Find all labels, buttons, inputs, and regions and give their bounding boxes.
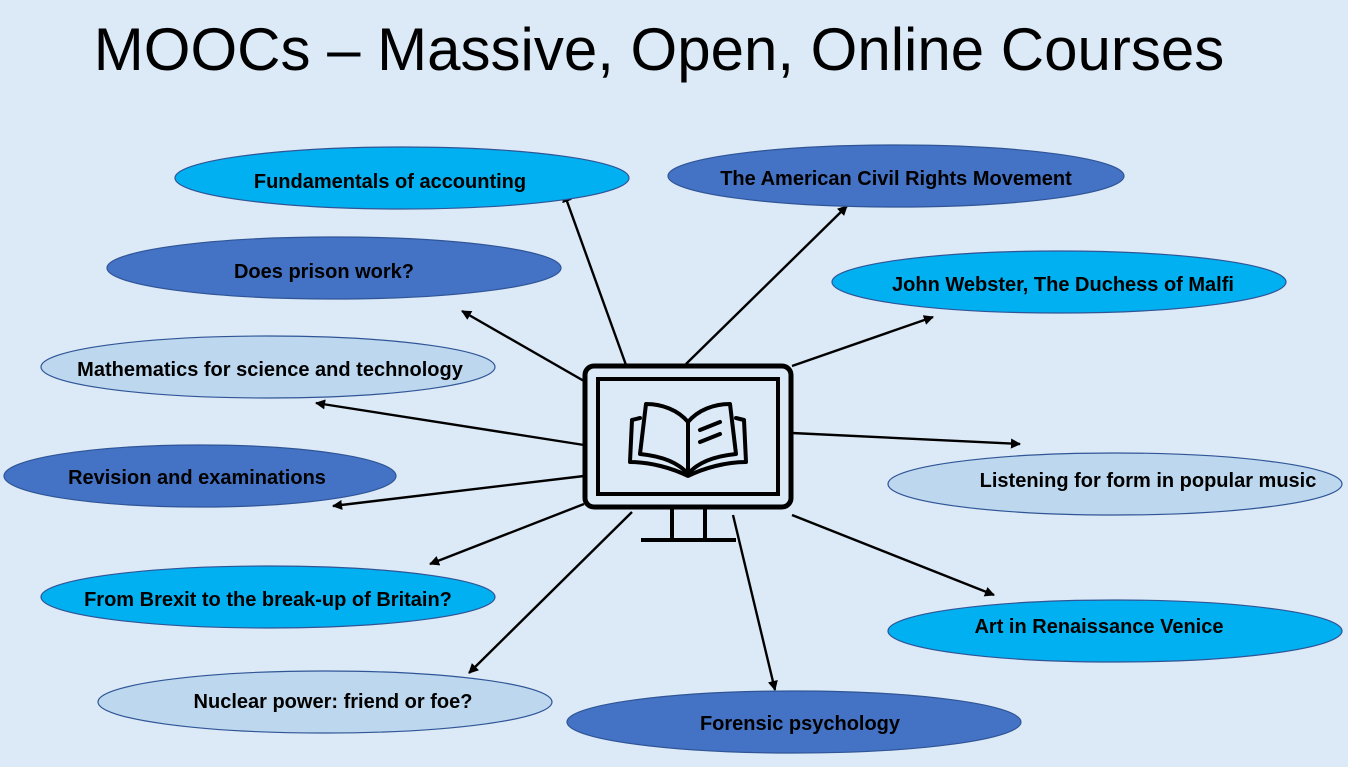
arrow-to-forensic-psychology [731,514,778,691]
course-label: Listening for form in popular music [980,470,1317,492]
course-oval [887,599,1343,663]
course-node-john-webster-the-duchess-of-malfi: John Webster, The Duchess of Malfi [831,250,1287,314]
course-oval [40,335,496,399]
course-node-from-brexit-to-the-break-up-of-britain: From Brexit to the break-up of Britain? [40,565,496,629]
course-label: From Brexit to the break-up of Britain? [84,589,452,611]
course-oval [40,565,496,629]
course-node-listening-for-form-in-popular-music: Listening for form in popular music [887,452,1343,516]
arrow-to-fundamentals-of-accounting [562,192,628,366]
arrow-to-from-brexit-to-the-break-up-of-britain [429,502,585,566]
course-oval [174,146,630,210]
course-label: John Webster, The Duchess of Malfi [892,274,1234,296]
course-oval [667,144,1125,208]
course-oval [566,690,1022,754]
course-oval [106,236,562,300]
course-ovals: Fundamentals of accounting The American C… [3,144,1343,754]
course-label: Mathematics for science and technology [77,359,464,381]
open-book-icon [628,402,748,478]
course-node-forensic-psychology: Forensic psychology [566,690,1022,754]
arrow-to-art-in-renaissance-venice [791,513,995,597]
course-oval [887,452,1343,516]
course-node-art-in-renaissance-venice: Art in Renaissance Venice [887,599,1343,663]
course-node-revision-and-examinations: Revision and examinations [3,444,397,508]
course-node-the-american-civil-rights-movement: The American Civil Rights Movement [667,144,1125,208]
course-label: Does prison work? [234,261,414,283]
course-label: The American Civil Rights Movement [720,168,1072,190]
course-node-fundamentals-of-accounting: Fundamentals of accounting [174,146,630,210]
arrow-to-the-american-civil-rights-movement [685,205,848,365]
monitor-with-open-book-icon [582,363,794,542]
arrow-to-john-webster-the-duchess-of-malfi [791,315,934,368]
arrow-to-does-prison-work [461,309,585,383]
course-label: Art in Renaissance Venice [974,616,1223,638]
course-node-does-prison-work: Does prison work? [106,236,562,300]
course-label: Nuclear power: friend or foe? [194,691,473,713]
course-oval [97,670,553,734]
course-node-mathematics-for-science-and-technology: Mathematics for science and technology [40,335,496,399]
course-node-nuclear-power-friend-or-foe: Nuclear power: friend or foe? [97,670,553,734]
course-oval [831,250,1287,314]
slide-title: MOOCs – Massive, Open, Online Courses [93,16,1225,83]
course-label: Fundamentals of accounting [254,171,526,193]
arrow-to-mathematics-for-science-and-technology [315,399,585,447]
course-oval [3,444,397,508]
arrow-to-listening-for-form-in-popular-music [791,431,1022,449]
connector-arrows [315,192,1022,691]
arrow-to-nuclear-power-friend-or-foe [468,511,633,674]
arrow-to-revision-and-examinations [331,474,585,510]
course-label: Forensic psychology [700,713,901,735]
course-label: Revision and examinations [68,467,326,489]
